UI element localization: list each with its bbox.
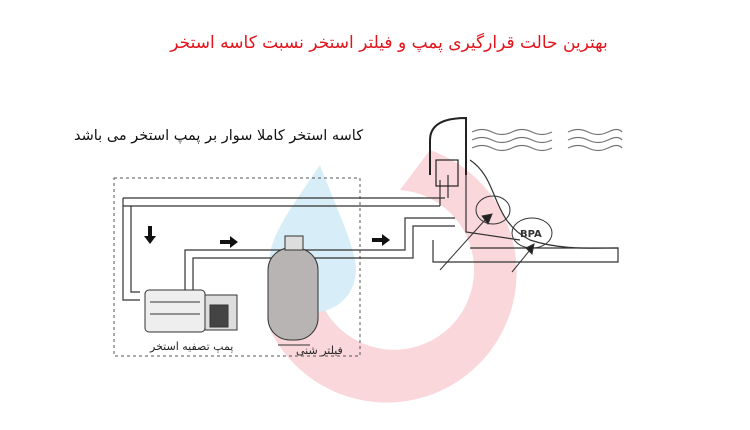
pointer-arrows [439, 213, 535, 273]
equipment-boundary [113, 177, 361, 357]
pump-label: پمپ تصفیه استخر [150, 340, 234, 353]
water-waves-icon [471, 128, 623, 152]
pool-pump [144, 289, 238, 333]
note-text: کاسه استخر کاملا سوار بر پمپ استخر می با… [74, 128, 364, 144]
sand-filter [267, 235, 319, 346]
pipework [122, 159, 619, 301]
return-inlet-callout [475, 195, 511, 225]
fitting-label: BPA [520, 229, 542, 240]
page-title: بهترین حالت قرارگیری پمپ و فیلتر استخر ن… [170, 33, 608, 53]
filter-label: فیلتر شنی [296, 344, 343, 357]
skimmer [429, 116, 467, 187]
flow-arrows [144, 226, 390, 248]
